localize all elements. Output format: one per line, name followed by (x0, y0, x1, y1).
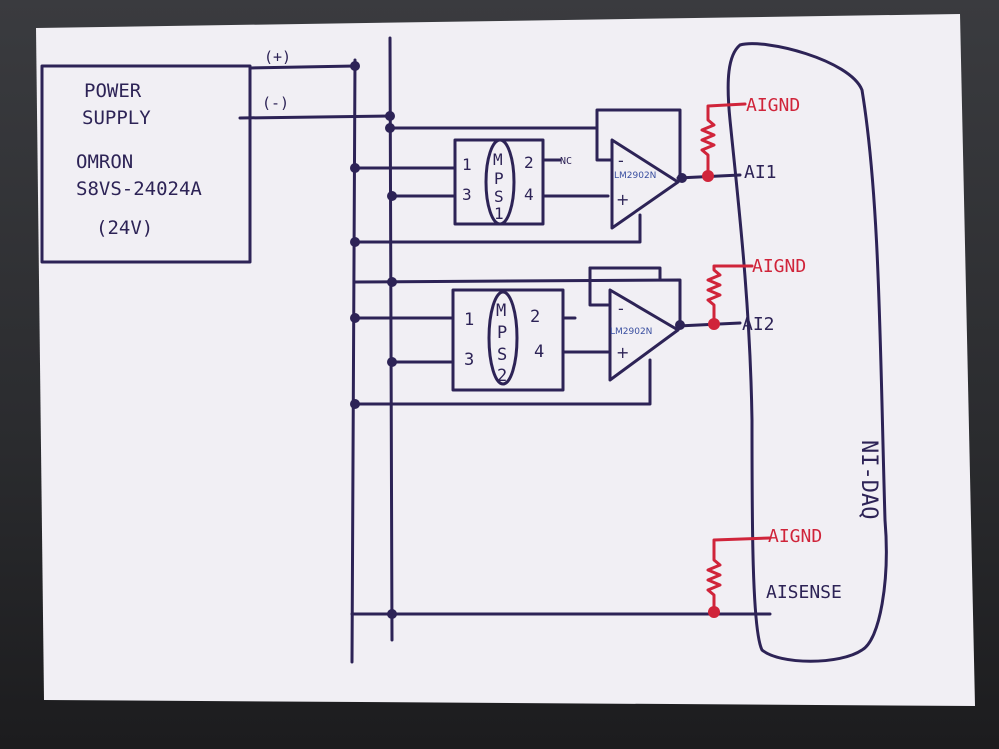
mps2-labels: 1 3 2 4 M P S 2 (464, 301, 544, 386)
mps2-letter-p: P (497, 323, 507, 343)
junction-dot (350, 399, 360, 409)
positive-wire (248, 64, 357, 70)
aisense-label: AISENSE (766, 582, 842, 603)
negative-wire (238, 114, 392, 120)
junction-dot (387, 191, 397, 201)
mps2-letter-s: S (497, 345, 507, 365)
ps-model-line2: S8VS-24024A (76, 178, 202, 200)
resistor3 (706, 536, 772, 616)
positive-label: (+) (264, 48, 291, 66)
negative-label: (-) (262, 94, 289, 112)
mps2-letter-2: 2 (497, 366, 507, 386)
ps-model-line1: OMRON (76, 151, 133, 173)
junction-dot (350, 313, 360, 323)
mps1-nc: NC (560, 156, 572, 167)
mps1-letter-1: 1 (494, 204, 504, 223)
junction-dots (350, 61, 687, 619)
mps1-pin1: 1 (462, 155, 472, 174)
mps1-letter-m: M (493, 150, 503, 169)
mps2-pin3: 3 (464, 350, 474, 370)
aignd-label-1: AIGND (746, 95, 800, 116)
junction-dot (387, 357, 397, 367)
mps2-pin2: 2 (530, 307, 540, 327)
opamp1-minus-wire (595, 126, 614, 162)
ink-drawing (40, 36, 888, 664)
opamp1-body (610, 138, 680, 230)
aignd-label-3: AIGND (768, 526, 822, 547)
junction-dot (385, 111, 395, 121)
opamp1-part: LM2902N (614, 171, 656, 181)
power-supply-labels: POWER SUPPLY OMRON S8VS-24024A (24V) (76, 80, 202, 239)
opamp2-feedback-wire (588, 266, 662, 282)
mps2-ellipse (487, 290, 519, 386)
junction-dot (387, 277, 397, 287)
red-junction-dots (702, 170, 720, 618)
aignd-label-2: AIGND (752, 256, 806, 277)
mps2-top-wire (353, 278, 682, 327)
opamp-labels: LM2902N - + LM2902N - + (610, 151, 656, 362)
resistor1 (700, 102, 747, 177)
resistor2 (706, 264, 754, 325)
mps2-letter-m: M (496, 301, 506, 321)
opamp2-ground-wire (353, 358, 652, 406)
opamp2-plus: + (616, 343, 629, 362)
ni-daq-outline (726, 42, 888, 663)
junction-dot (677, 173, 687, 183)
mps2-box (451, 288, 565, 392)
mps1-feedback-wire (388, 108, 682, 180)
junction-dot (350, 163, 360, 173)
ni-daq-label: NI-DAQ (856, 440, 881, 519)
mps1-labels: 1 3 2 4 NC M P S 1 (462, 150, 572, 223)
opamp1-minus: - (618, 151, 624, 170)
rail-labels: (+) (-) (262, 48, 291, 112)
positive-rail (350, 58, 357, 664)
ai1-label: AI1 (744, 162, 777, 183)
mps2-pin4: 4 (534, 342, 544, 362)
mps1-ellipse (484, 138, 516, 226)
mps1-pin4: 4 (524, 185, 534, 204)
junction-dot (350, 237, 360, 247)
ps-voltage: (24V) (96, 217, 153, 239)
opamp1-plus: + (616, 190, 629, 209)
opamp2-body (608, 288, 680, 382)
ai2-label: AI2 (742, 314, 775, 335)
junction-dot (385, 123, 395, 133)
negative-rail (388, 36, 394, 642)
junction-dot (350, 61, 360, 71)
power-supply-box (40, 64, 252, 264)
opamp2-minus-wire (588, 266, 610, 307)
mps1-letter-p: P (494, 169, 504, 188)
opamp2-part: LM2902N (610, 327, 652, 337)
junction-dot-red (702, 170, 714, 182)
paper-sheet (36, 14, 975, 706)
junction-dot (387, 609, 397, 619)
mps1-letter-s: S (494, 187, 504, 206)
mps2-pin1: 1 (464, 310, 474, 330)
opamp2-minus: - (618, 299, 624, 318)
opamp1-ground-wire (353, 213, 642, 244)
mps1-pin3: 3 (462, 185, 472, 204)
red-ground-resistors (700, 102, 772, 616)
ps-title-line2: SUPPLY (82, 107, 151, 129)
junction-dot-red (708, 318, 720, 330)
daq-labels: AIGND AI1 AIGND AI2 AIGND AISENSE NI-DAQ (742, 95, 881, 603)
mps1-pin2: 2 (524, 153, 534, 172)
junction-dot-red (708, 606, 720, 618)
ps-title-line1: POWER (84, 80, 142, 102)
junction-dot (675, 320, 685, 330)
